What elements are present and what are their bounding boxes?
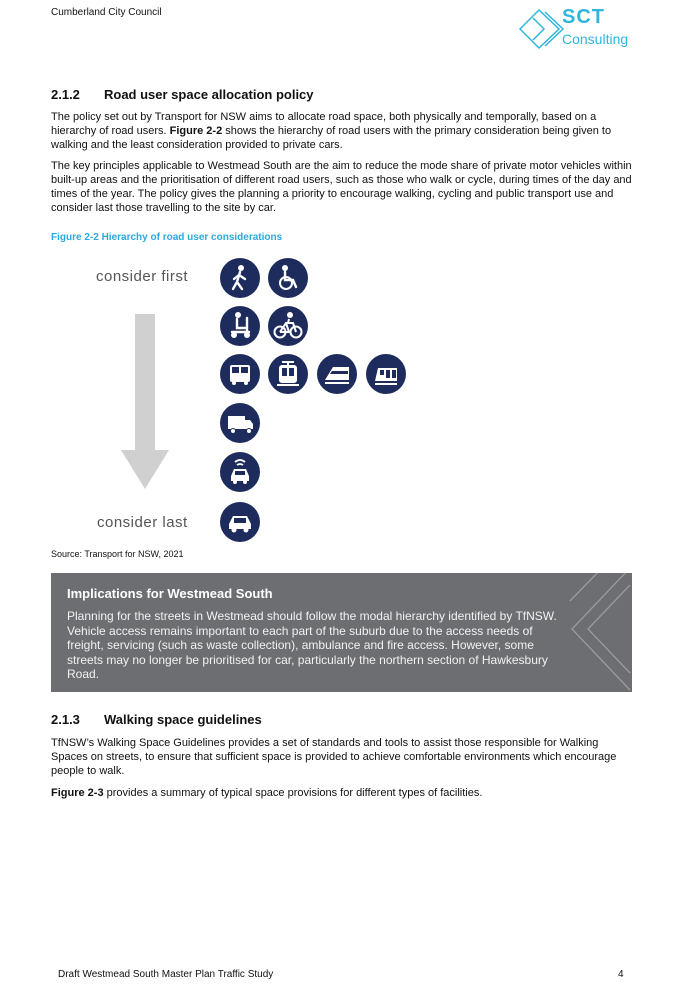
bus-icon — [220, 354, 260, 394]
truck-icon — [220, 403, 260, 443]
consider-last-label: consider last — [97, 514, 188, 531]
section-number: 2.1.3 — [51, 712, 80, 727]
paragraph-policy: The policy set out by Transport for NSW … — [51, 110, 635, 152]
implications-text: Planning for the streets in Westmead sho… — [67, 609, 557, 682]
mobility-scooter-icon — [220, 306, 260, 346]
wheelchair-icon — [268, 258, 308, 298]
car-icon — [220, 502, 260, 542]
implications-box: Implications for Westmead South Planning… — [51, 573, 632, 692]
logo-sct-text: SCT — [562, 6, 605, 28]
bicycle-icon — [268, 306, 308, 346]
metro-icon — [366, 354, 406, 394]
paragraph-key-principles: The key principles applicable to Westmea… — [51, 160, 632, 214]
down-arrow-icon — [121, 314, 169, 489]
train-icon — [317, 354, 357, 394]
decorative-chevron-icon — [569, 573, 631, 691]
paragraph-walking-guidelines: TfNSW’s Walking Space Guidelines provide… — [51, 737, 617, 777]
section-title: Walking space guidelines — [104, 712, 262, 727]
section-title: Road user space allocation policy — [104, 87, 314, 102]
figure-caption: Figure 2-2 Hierarchy of road user consid… — [51, 232, 283, 243]
header-org: Cumberland City Council — [51, 7, 162, 18]
paragraph-figure-2-3: Figure 2-3 provides a summary of typical… — [51, 786, 635, 800]
consider-first-label: consider first — [96, 268, 189, 285]
figure-source: Source: Transport for NSW, 2021 — [51, 549, 184, 559]
pedestrian-icon — [220, 258, 260, 298]
section-heading-2-1-3: 2.1.3 Walking space guidelines — [51, 712, 262, 727]
section-heading-2-1-2: 2.1.2 Road user space allocation policy — [51, 87, 314, 102]
implications-title: Implications for Westmead South — [67, 586, 273, 601]
sct-logo: SCT Consulting — [519, 6, 637, 50]
logo-consulting-text: Consulting — [562, 31, 629, 47]
paragraph-text: The policy set out by Transport for NSW … — [51, 111, 597, 137]
figure-2-2-ref: Figure 2-2 — [169, 125, 223, 137]
paragraph-text: provides a summary of typical space prov… — [103, 787, 483, 799]
logo-diamond-icon — [519, 8, 565, 50]
paragraph-text: shows the hierarchy of road users with t… — [51, 125, 612, 151]
section-number: 2.1.2 — [51, 87, 80, 102]
figure-2-3-ref: Figure 2-3 — [51, 787, 104, 799]
footer-doc-title: Draft Westmead South Master Plan Traffic… — [58, 969, 274, 980]
shared-car-icon — [220, 452, 260, 492]
page-number: 4 — [618, 969, 624, 980]
light-rail-icon — [268, 354, 308, 394]
